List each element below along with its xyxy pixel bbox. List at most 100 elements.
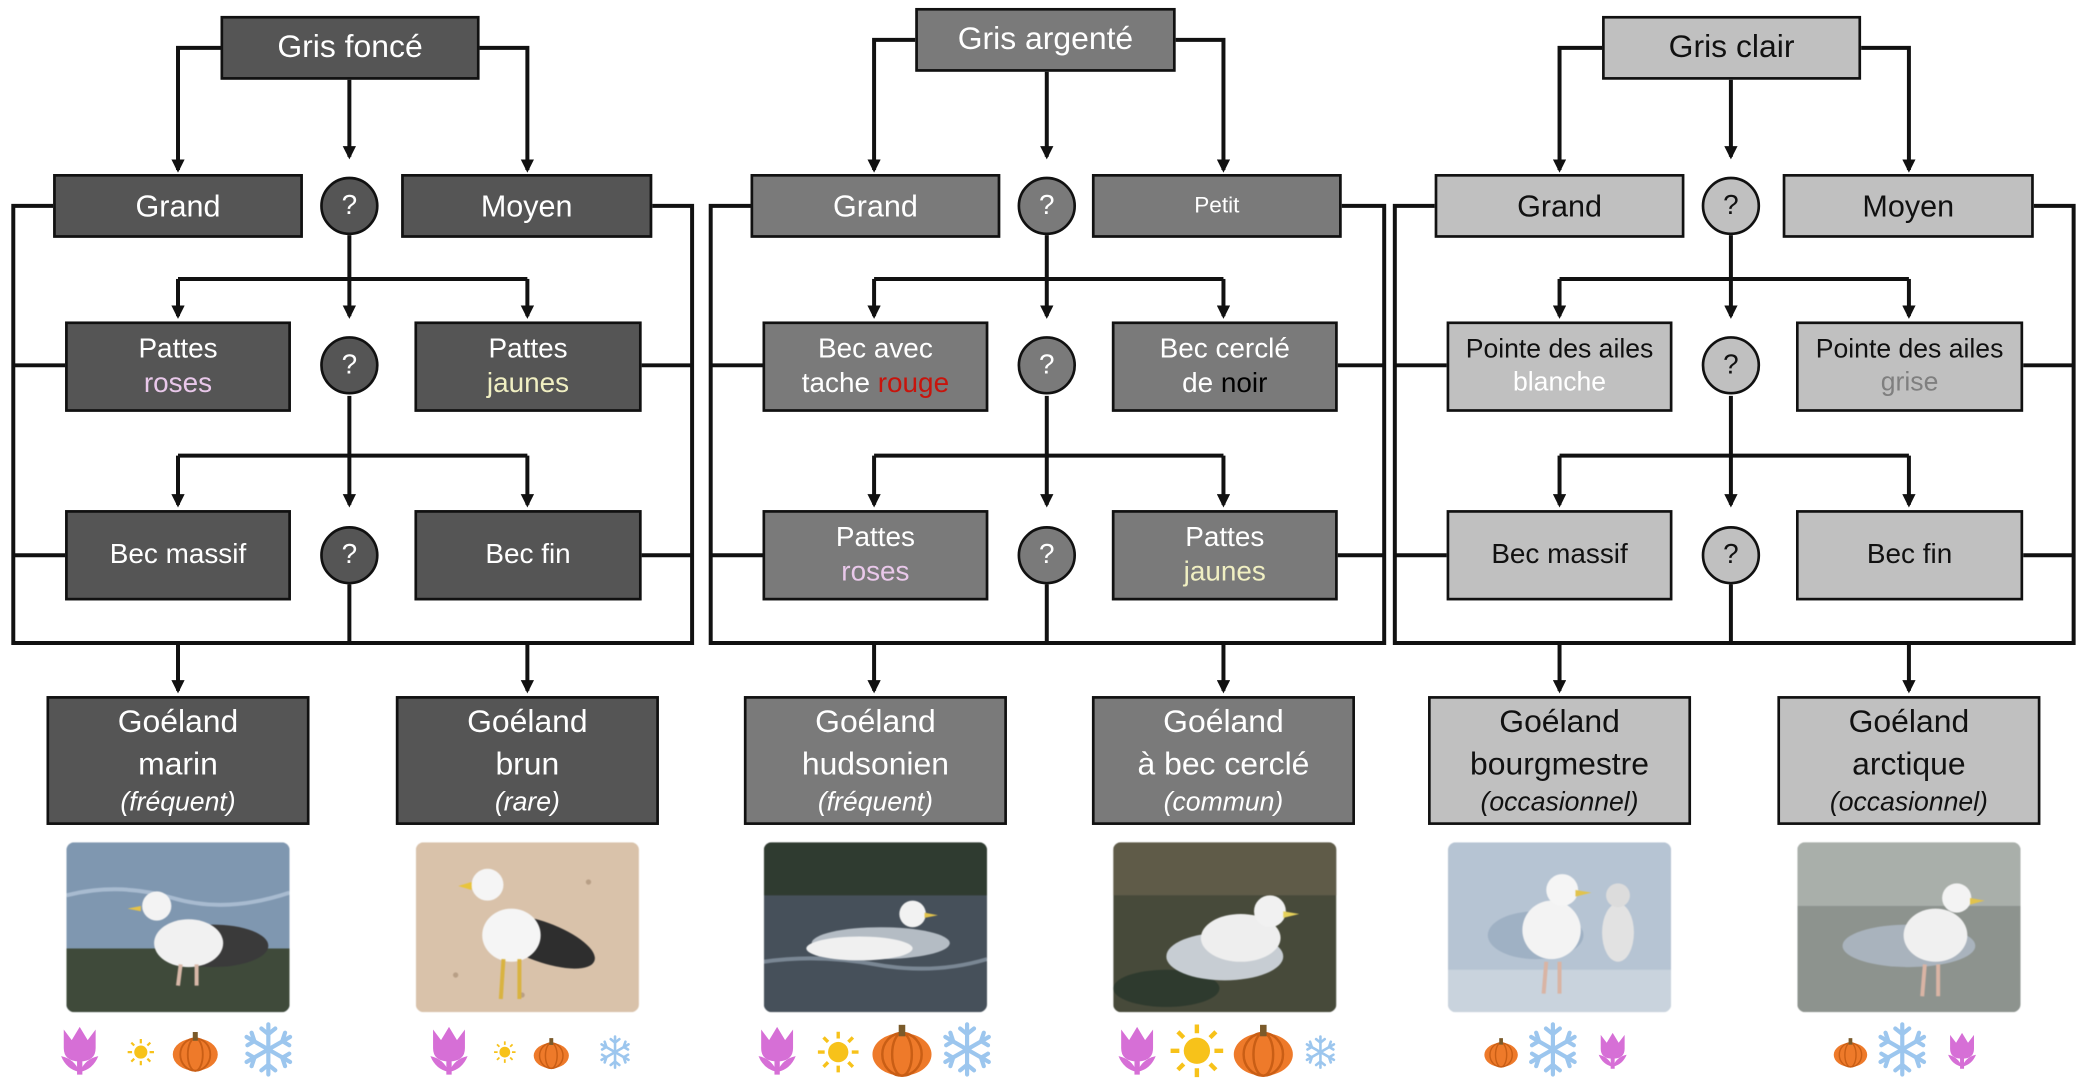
crit2-right-word: jaunes [486, 367, 570, 399]
result-right-line1: Goéland [1163, 704, 1284, 741]
crit3-left-line1: Pattes [835, 521, 915, 553]
result-left-box: Goéland marin (fréquent) [46, 696, 310, 825]
sun-icon [125, 1036, 157, 1068]
question-mark: ? [341, 539, 358, 570]
result-left-box: Goéland bourgmestre (occasionnel) [1428, 696, 1692, 825]
result-right-line1: Goéland [1848, 704, 1970, 741]
size-left-label: Grand [1517, 188, 1603, 223]
crit2-right-line1: Pointe des ailes [1815, 334, 2004, 364]
result-right-box: Goéland arctique (occasionnel) [1777, 696, 2041, 825]
result-left-frequency: (fréquent) [120, 787, 236, 817]
size-right-label: Moyen [1862, 188, 1955, 223]
crit2-right-line1: Pattes [488, 333, 568, 364]
question-mark: ? [1039, 349, 1055, 380]
root-box: Gris argenté [915, 7, 1176, 72]
sun-icon [492, 1039, 519, 1066]
tulip-icon [50, 1023, 108, 1079]
tulip-icon [1941, 1028, 1984, 1073]
size-right-box: Moyen [401, 174, 653, 238]
question-node: ? [1701, 336, 1761, 395]
question-node: ? [1701, 526, 1761, 585]
result-right-name: brun [495, 745, 560, 782]
crit3-right-line1: Pattes [1185, 521, 1265, 553]
size-left-box: Grand [750, 174, 1001, 238]
question-mark: ? [1723, 189, 1739, 221]
photo-goeland-marin [66, 842, 290, 1013]
result-left-frequency: (occasionnel) [1480, 787, 1639, 817]
root-label: Gris foncé [277, 29, 423, 66]
result-right-frequency: (rare) [494, 787, 560, 817]
size-left-label: Grand [832, 188, 918, 223]
question-node: ? [1017, 526, 1077, 585]
question-node: ? [1017, 176, 1077, 236]
result-right-name: arctique [1852, 745, 1966, 782]
snowflake-icon [239, 1020, 297, 1078]
crit3-right-word: jaunes [1183, 556, 1266, 588]
crit2-left-box: Bec avec tache rouge [762, 321, 989, 412]
result-right-name: à bec cerclé [1137, 745, 1310, 782]
result-left-line1: Goéland [117, 704, 239, 741]
crit2-left-word: rouge [877, 367, 950, 399]
crit2-left-line1: Bec avec [818, 333, 933, 364]
snowflake-icon [938, 1020, 996, 1078]
size-right-box: Petit [1091, 174, 1342, 238]
pumpkin-icon [530, 1033, 573, 1070]
crit3-left-word: roses [841, 556, 910, 588]
question-mark: ? [1723, 539, 1739, 570]
crit3-right-box: Bec fin [1795, 510, 2024, 601]
crit2-left-word: roses [143, 367, 213, 399]
question-mark: ? [341, 189, 358, 221]
photo-goeland-hudsonien [763, 842, 988, 1013]
pumpkin-icon [169, 1028, 222, 1073]
tulip-icon [1108, 1023, 1166, 1079]
size-left-label: Grand [135, 188, 221, 223]
result-right-box: Goéland à bec cerclé (commun) [1091, 696, 1355, 825]
result-right-line1: Goéland [467, 704, 588, 741]
size-right-label: Petit [1194, 193, 1240, 219]
photo-goeland-bourgmestre [1447, 842, 1672, 1013]
crit2-right-word: grise [1880, 367, 1939, 398]
crit3-left-label: Bec massif [109, 539, 247, 570]
result-left-box: Goéland hudsonien (fréquent) [743, 696, 1007, 825]
root-box: Gris clair [1602, 15, 1862, 80]
result-left-frequency: (fréquent) [817, 787, 934, 817]
sun-icon [814, 1028, 862, 1076]
crit2-right-line1: Bec cerclé [1159, 333, 1290, 364]
crit3-right-box: Bec fin [414, 510, 642, 601]
root-label: Gris clair [1668, 29, 1795, 66]
size-right-box: Moyen [1782, 174, 2034, 238]
size-left-box: Grand [1434, 174, 1685, 238]
crit3-left-box: Pattes roses [762, 510, 989, 601]
crit2-left-prefix: tache [801, 367, 878, 399]
result-left-name: marin [138, 745, 218, 782]
size-left-box: Grand [53, 174, 303, 238]
question-node: ? [1701, 176, 1761, 236]
pumpkin-icon [1481, 1033, 1521, 1070]
tulip-icon [1591, 1028, 1634, 1073]
result-right-frequency: (commun) [1163, 787, 1284, 817]
tulip-icon [748, 1023, 806, 1079]
result-left-name: hudsonien [801, 745, 949, 782]
crit2-right-prefix: de [1182, 367, 1221, 399]
result-left-line1: Goéland [815, 704, 936, 741]
question-node: ? [320, 336, 379, 395]
photo-goeland-arctique [1797, 842, 2021, 1013]
photo-goeland-brun [415, 842, 639, 1013]
crit3-right-box: Pattes jaunes [1111, 510, 1338, 601]
question-mark: ? [1039, 539, 1055, 570]
crit2-right-box: Pattes jaunes [414, 321, 642, 412]
crit3-right-label: Bec fin [1866, 539, 1953, 570]
crit2-right-box: Bec cerclé de noir [1111, 321, 1338, 412]
result-right-box: Goéland brun (rare) [395, 696, 659, 825]
question-mark: ? [1039, 189, 1055, 221]
crit2-left-line1: Pattes [138, 333, 218, 364]
pumpkin-icon [1831, 1033, 1871, 1070]
question-node: ? [320, 176, 379, 236]
pumpkin-icon [1229, 1020, 1298, 1078]
crit3-left-label: Bec massif [1491, 539, 1628, 570]
crit3-left-box: Bec massif [1446, 510, 1673, 601]
result-right-frequency: (occasionnel) [1829, 787, 1988, 817]
root-label: Gris argenté [957, 21, 1134, 58]
